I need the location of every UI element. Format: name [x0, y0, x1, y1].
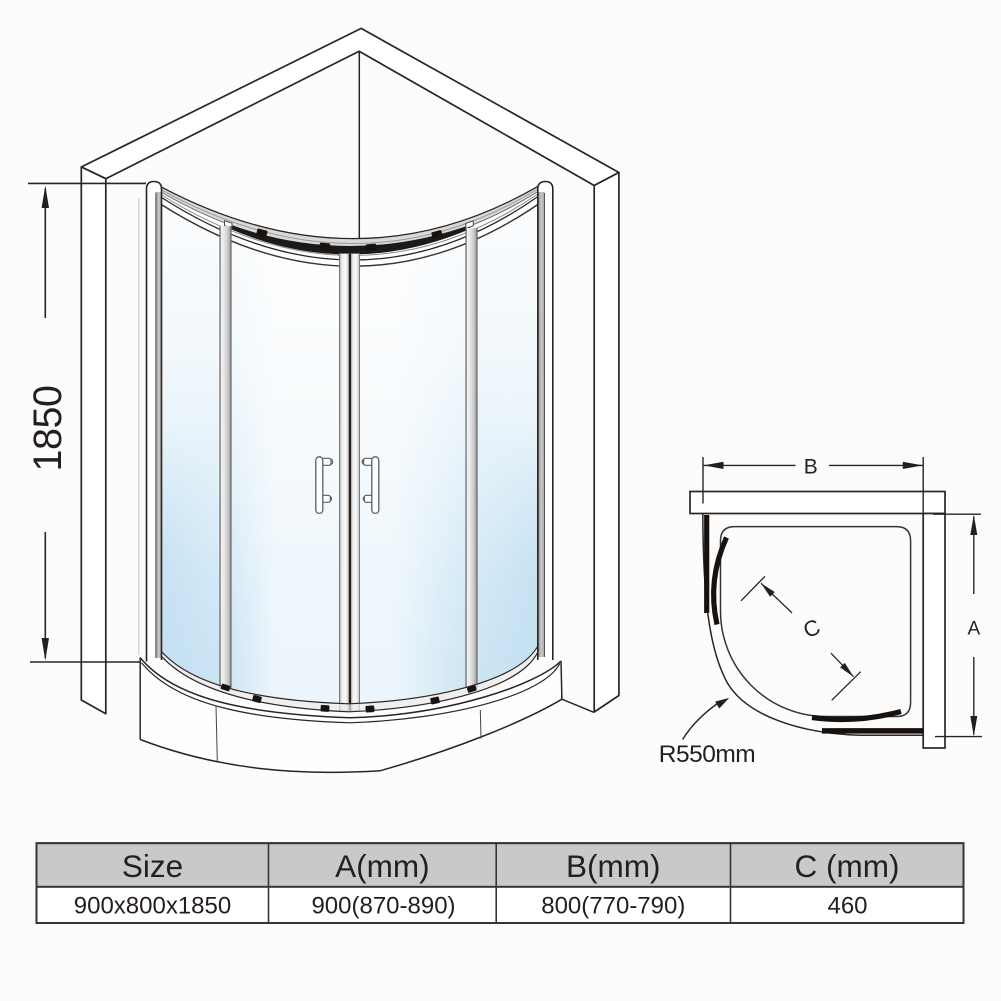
svg-text:A(mm): A(mm): [335, 848, 429, 884]
svg-text:B: B: [804, 455, 818, 478]
svg-text:1850: 1850: [26, 386, 70, 472]
svg-text:800(770-790): 800(770-790): [541, 893, 685, 920]
svg-text:460: 460: [827, 893, 867, 920]
svg-text:C (mm): C (mm): [795, 848, 900, 884]
svg-text:A: A: [967, 619, 980, 640]
svg-text:R550mm: R550mm: [659, 741, 755, 768]
svg-text:B(mm): B(mm): [566, 848, 660, 884]
svg-text:900(870-890): 900(870-890): [311, 893, 455, 920]
svg-text:900x800x1850: 900x800x1850: [74, 893, 231, 920]
svg-text:Size: Size: [122, 848, 183, 884]
